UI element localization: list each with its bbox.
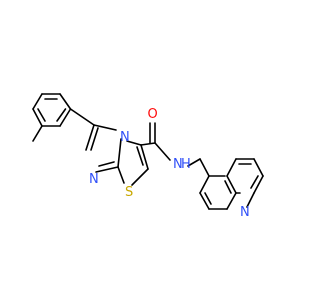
thiazole-ring (117, 140, 149, 186)
quinoline-ring (199, 158, 264, 210)
bond (199, 158, 210, 177)
hydrogen-label: H (181, 157, 191, 172)
bond (59, 108, 72, 127)
bond (126, 140, 142, 146)
methyl-bond (32, 125, 43, 142)
tolyl-ring (32, 93, 72, 142)
molecule-canvas: O N N S N H N (32, 93, 264, 220)
bond (154, 142, 171, 161)
bond (140, 142, 156, 146)
bond (93, 124, 117, 131)
bond (90, 127, 99, 151)
bond (136, 146, 144, 166)
carboxamide-group (140, 122, 201, 167)
nitrogen-label: N (89, 172, 99, 187)
molecule-structure: O N N S N H N (32, 93, 264, 220)
bond (32, 93, 43, 110)
bond (117, 166, 125, 184)
bond (59, 93, 72, 110)
bond (246, 192, 255, 208)
bond (140, 144, 149, 170)
nitrogen-label: N (173, 157, 183, 172)
bond (95, 166, 119, 173)
bond (224, 180, 232, 194)
bond (32, 108, 43, 127)
bond (37, 108, 46, 122)
bond (199, 175, 210, 194)
bond (131, 168, 149, 186)
bond (226, 175, 237, 194)
oxygen-label: O (148, 107, 158, 122)
biaryl-bond (69, 108, 95, 126)
nitrogen-label: N (120, 130, 130, 145)
sulfur-label: S (125, 185, 133, 200)
bond (253, 158, 264, 177)
nitrogen-label: N (240, 205, 250, 220)
bond (199, 192, 210, 210)
bond (226, 158, 237, 177)
bond (56, 108, 67, 122)
bond (204, 192, 212, 205)
bond (117, 138, 122, 168)
imidazole-ring (85, 124, 122, 173)
bond (187, 158, 201, 167)
bond (98, 161, 115, 167)
bond (253, 175, 264, 194)
bond (250, 175, 259, 189)
bond (226, 192, 237, 210)
bond (85, 124, 95, 151)
